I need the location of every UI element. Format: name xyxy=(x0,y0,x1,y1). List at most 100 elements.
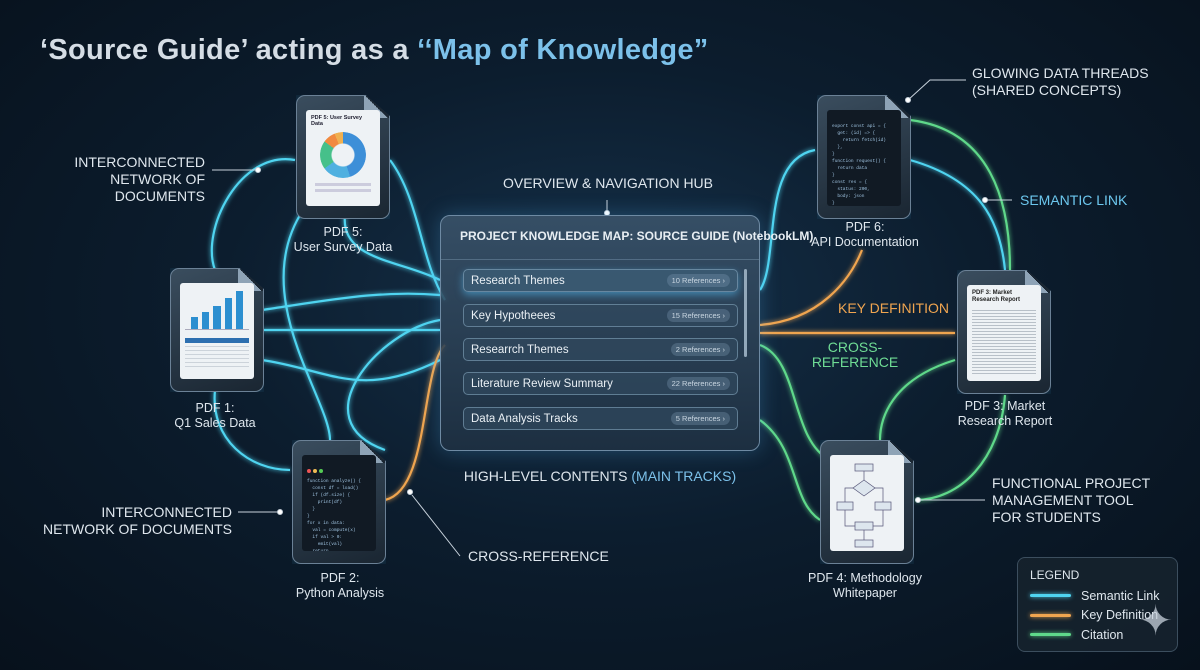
pdf4-document[interactable] xyxy=(820,440,914,564)
note-line: FUNCTIONAL PROJECT xyxy=(992,475,1151,491)
legend-item-semantic-link: Semantic Link xyxy=(1030,586,1165,606)
legend-title: LEGEND xyxy=(1030,568,1080,582)
reference-count-badge: 22 References › xyxy=(666,377,730,390)
pdf5-label: PDF 5:User Survey Data xyxy=(263,225,423,255)
green-line-icon xyxy=(1030,633,1071,637)
pdf3-inner-title: PDF 3: Market Research Report xyxy=(972,290,1021,303)
citation-threads xyxy=(759,118,1012,521)
track-label: Research Themes xyxy=(471,274,565,287)
contents-highlight: (MAIN TRACKS) xyxy=(631,468,737,484)
pdf6-document[interactable]: export const api = { get: (id) => { retu… xyxy=(817,95,911,219)
label-line: PDF 6: xyxy=(845,220,885,234)
label-line: PDF 5: xyxy=(323,225,363,239)
pdf6-code-preview: export const api = { get: (id) => { retu… xyxy=(827,110,901,206)
hub-annotation: OVERVIEW & NAVIGATION HUB xyxy=(502,175,714,191)
pdf4-flowchart-preview xyxy=(830,455,904,551)
cross-reference-annotation: CROSS-REFERENCE xyxy=(468,548,609,564)
note-line: INTERCONNECTED xyxy=(74,154,205,170)
title-highlight: ‘‘Map of Knowledge” xyxy=(417,34,709,66)
note-line: (SHARED CONCEPTS) xyxy=(972,82,1122,98)
track-label: Researrch Themes xyxy=(471,343,569,356)
window-dots-icon xyxy=(307,460,371,478)
label-line: PDF 3: Market xyxy=(964,399,1046,413)
label-line: Q1 Sales Data xyxy=(174,416,256,430)
legend-item-citation: Citation xyxy=(1030,625,1165,645)
code-snippet-icon: export const api = { get: (id) => { retu… xyxy=(832,124,887,206)
cross-reference-annotation-right: CROSS-REFERENCE xyxy=(805,340,905,370)
semantic-link-annotation: SEMANTIC LINK xyxy=(1020,192,1128,208)
text-lines-icon xyxy=(972,308,1036,374)
panel-title: PROJECT KNOWLEDGE MAP: SOURCE GUIDE (Not… xyxy=(441,216,813,260)
note-line: MANAGEMENT TOOL xyxy=(992,492,1134,508)
label-line: PDF 1: xyxy=(195,401,235,415)
pdf1-label: PDF 1:Q1 Sales Data xyxy=(135,401,295,431)
key-definition-annotation: KEY DEFINITION xyxy=(838,300,949,316)
track-item-literature-review[interactable]: Literature Review Summary 22 References › xyxy=(463,372,738,395)
track-label: Literature Review Summary xyxy=(471,377,613,390)
orange-line-icon xyxy=(1030,613,1071,617)
track-item-data-analysis[interactable]: Data Analysis Tracks 5 References › xyxy=(463,407,738,430)
semantic-link-threads xyxy=(210,148,1007,472)
label-line: PDF 2: xyxy=(320,571,360,585)
contents-label: HIGH-LEVEL CONTENTS xyxy=(463,468,632,484)
label-line: Research Report xyxy=(957,414,1053,428)
pdf3-document[interactable]: PDF 3: Market Research Report xyxy=(957,270,1051,394)
key-definition-threads xyxy=(384,249,955,502)
pdf6-label: PDF 6:API Documentation xyxy=(785,220,945,250)
track-item-research-themes[interactable]: Research Themes 10 References › xyxy=(463,269,738,292)
label-line: User Survey Data xyxy=(293,240,393,254)
legend-label: Semantic Link xyxy=(1081,588,1160,603)
bar-chart-icon xyxy=(185,288,249,330)
track-label: Key Hypotheees xyxy=(471,309,556,322)
track-item-key-hypotheses[interactable]: Key Hypotheees 15 References › xyxy=(463,304,738,327)
flowchart-icon xyxy=(836,463,892,548)
contents-annotation: HIGH-LEVEL CONTENTS (MAIN TRACKS) xyxy=(430,468,770,485)
pdf3-preview: PDF 3: Market Research Report xyxy=(967,285,1041,381)
note-line: FOR STUDENTS xyxy=(992,509,1101,525)
note-line: NETWORK OF xyxy=(110,171,205,187)
note-line: CROSS- xyxy=(827,339,883,355)
pdf2-code-preview: function analyze() { const df = load() i… xyxy=(302,455,376,551)
reference-count-badge: 2 References › xyxy=(670,343,730,356)
note-line: DOCUMENTS xyxy=(114,188,205,204)
label-line: Python Analysis xyxy=(295,586,385,600)
label-line: Whitepaper xyxy=(833,586,897,600)
note-line: NETWORK OF DOCUMENTS xyxy=(43,521,232,537)
threads-annotation: GLOWING DATA THREADS(SHARED CONCEPTS) xyxy=(972,65,1149,99)
pdf2-label: PDF 2:Python Analysis xyxy=(260,571,420,601)
label-line: API Documentation xyxy=(811,235,919,249)
code-snippet-icon: function analyze() { const df = load() i… xyxy=(307,479,362,551)
cyan-line-icon xyxy=(1030,594,1071,598)
reference-count-badge: 15 References › xyxy=(666,309,730,322)
note-line: GLOWING DATA THREADS xyxy=(972,65,1149,81)
pdf5-preview: PDF 5: User Survey Data xyxy=(306,110,380,206)
source-guide-panel: PROJECT KNOWLEDGE MAP: SOURCE GUIDE (Not… xyxy=(440,215,813,451)
note-line: INTERCONNECTED xyxy=(101,504,232,520)
pdf5-document[interactable]: PDF 5: User Survey Data xyxy=(296,95,390,219)
scrollbar[interactable] xyxy=(744,269,747,357)
track-label: Data Analysis Tracks xyxy=(471,412,578,425)
legend-item-key-definition: Key Definition xyxy=(1030,606,1165,626)
donut-chart-icon xyxy=(320,132,366,178)
page-title: ‘Source Guide’ acting as a ‘‘Map of Know… xyxy=(40,34,709,67)
title-prefix: ‘Source Guide’ acting as a xyxy=(40,34,418,66)
table-icon xyxy=(185,338,249,343)
label-line: PDF 4: Methodology xyxy=(808,571,922,585)
pdf1-document[interactable] xyxy=(170,268,264,392)
legend-label: Key Definition xyxy=(1081,608,1159,623)
pdf1-preview xyxy=(180,283,254,379)
reference-count-badge: 5 References › xyxy=(670,412,730,425)
pdf5-inner-title: PDF 5: User Survey Data xyxy=(311,115,363,127)
sparkle-icon: ✦ xyxy=(1138,597,1174,644)
legend-label: Citation xyxy=(1081,627,1124,642)
track-item-research-themes-2[interactable]: Researrch Themes 2 References › xyxy=(463,338,738,361)
legend: LEGEND Semantic Link Key Definition Cita… xyxy=(1017,557,1178,652)
pdf2-document[interactable]: function analyze() { const df = load() i… xyxy=(292,440,386,564)
reference-count-badge: 10 References › xyxy=(666,274,730,287)
